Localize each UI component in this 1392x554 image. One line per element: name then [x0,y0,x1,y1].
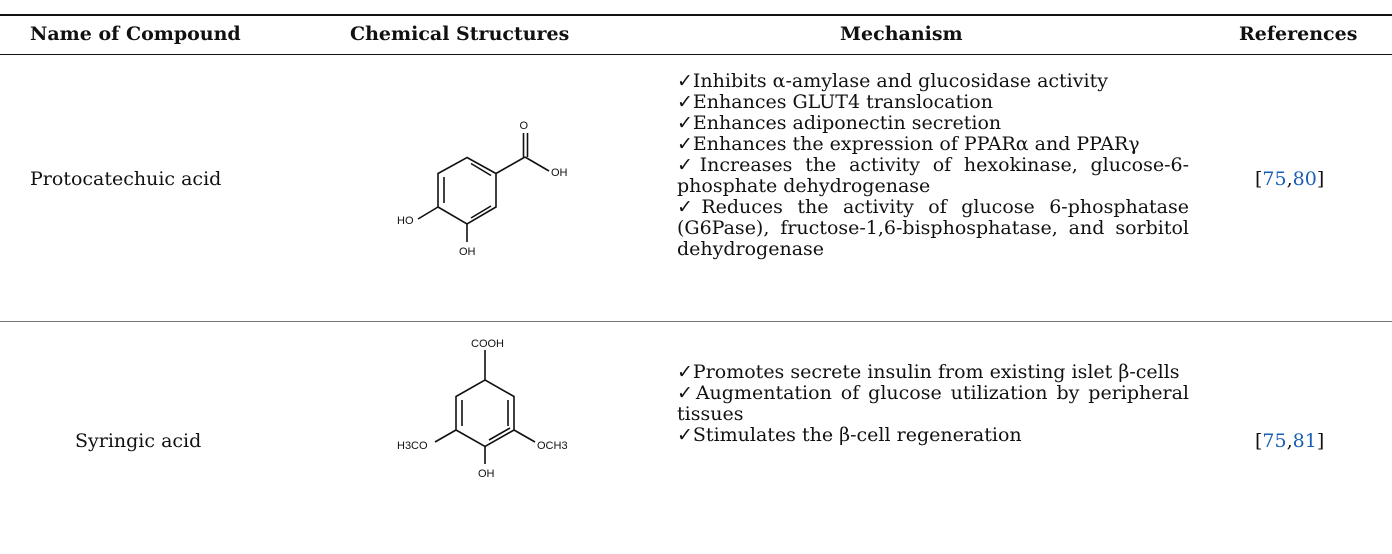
ref-link-75[interactable]: 75 [1262,168,1287,190]
compound-name-protocatechuic: Protocatechuic acid [30,168,222,190]
compound-name-syringic: Syringic acid [75,430,202,452]
label-carboxyl-oh: OH [551,167,568,179]
header-mechanism: Mechanism [840,23,963,45]
label-oh-bottom: OH [459,246,476,258]
mechanism-item: ✓Enhances the expression of PPARα and PP… [677,133,1140,155]
header-chemical-structures: Chemical Structures [350,23,570,45]
table-top-rule [0,14,1392,16]
label-h3co: H3CO [397,440,428,452]
ref-bracket-close: ] [1316,430,1325,452]
ref-bracket-open: [ [1255,430,1263,452]
mechanism-item: ✓Augmentation of glucose utilization by … [677,382,1189,425]
mechanism-item: ✓Inhibits α-amylase and glucosidase acti… [677,70,1108,92]
label-oh: OH [478,468,495,480]
header-references: References [1239,23,1358,45]
ref-link-81[interactable]: 81 [1292,430,1317,452]
ref-separator: , [1286,168,1293,190]
header-name-of-compound: Name of Compound [30,23,241,45]
ref-separator: , [1286,430,1293,452]
ref-link-80[interactable]: 80 [1292,168,1317,190]
mechanism-item: ✓Enhances GLUT4 translocation [677,91,993,113]
mechanism-list-protocatechuic: ✓Inhibits α-amylase and glucosidase acti… [677,71,1189,260]
row-separator [0,321,1392,322]
label-cooh: COOH [471,338,504,350]
mechanism-item: ✓Promotes secrete insulin from existing … [677,361,1180,383]
ref-bracket-close: ] [1316,168,1325,190]
structure-protocatechuic-acid: O OH HO OH [385,118,585,272]
structure-syringic-acid: COOH H3CO OCH3 OH [385,338,585,554]
label-ho: HO [397,215,414,227]
mechanism-item: ✓Enhances adiponectin secretion [677,112,1002,134]
reference-syringic: [75,81] [1255,430,1324,452]
mechanism-item: ✓Increases the activity of hexokinase, g… [677,154,1189,197]
ref-bracket-open: [ [1255,168,1263,190]
syringic-structure-drawing: COOH H3CO OCH3 OH [397,338,568,480]
mechanism-item: ✓Reduces the activity of glucose 6-phosp… [677,196,1189,260]
label-och3: OCH3 [537,440,568,452]
mechanism-item: ✓Stimulates the β-cell regeneration [677,424,1022,446]
mechanism-list-syringic: ✓Promotes secrete insulin from existing … [677,362,1189,446]
reference-protocatechuic: [75,80] [1255,168,1324,190]
ref-link-75[interactable]: 75 [1262,430,1287,452]
table-header-rule [0,54,1392,55]
label-carbonyl-o: O [520,120,529,132]
protocatechuic-structure-drawing: O OH HO OH [397,120,568,258]
